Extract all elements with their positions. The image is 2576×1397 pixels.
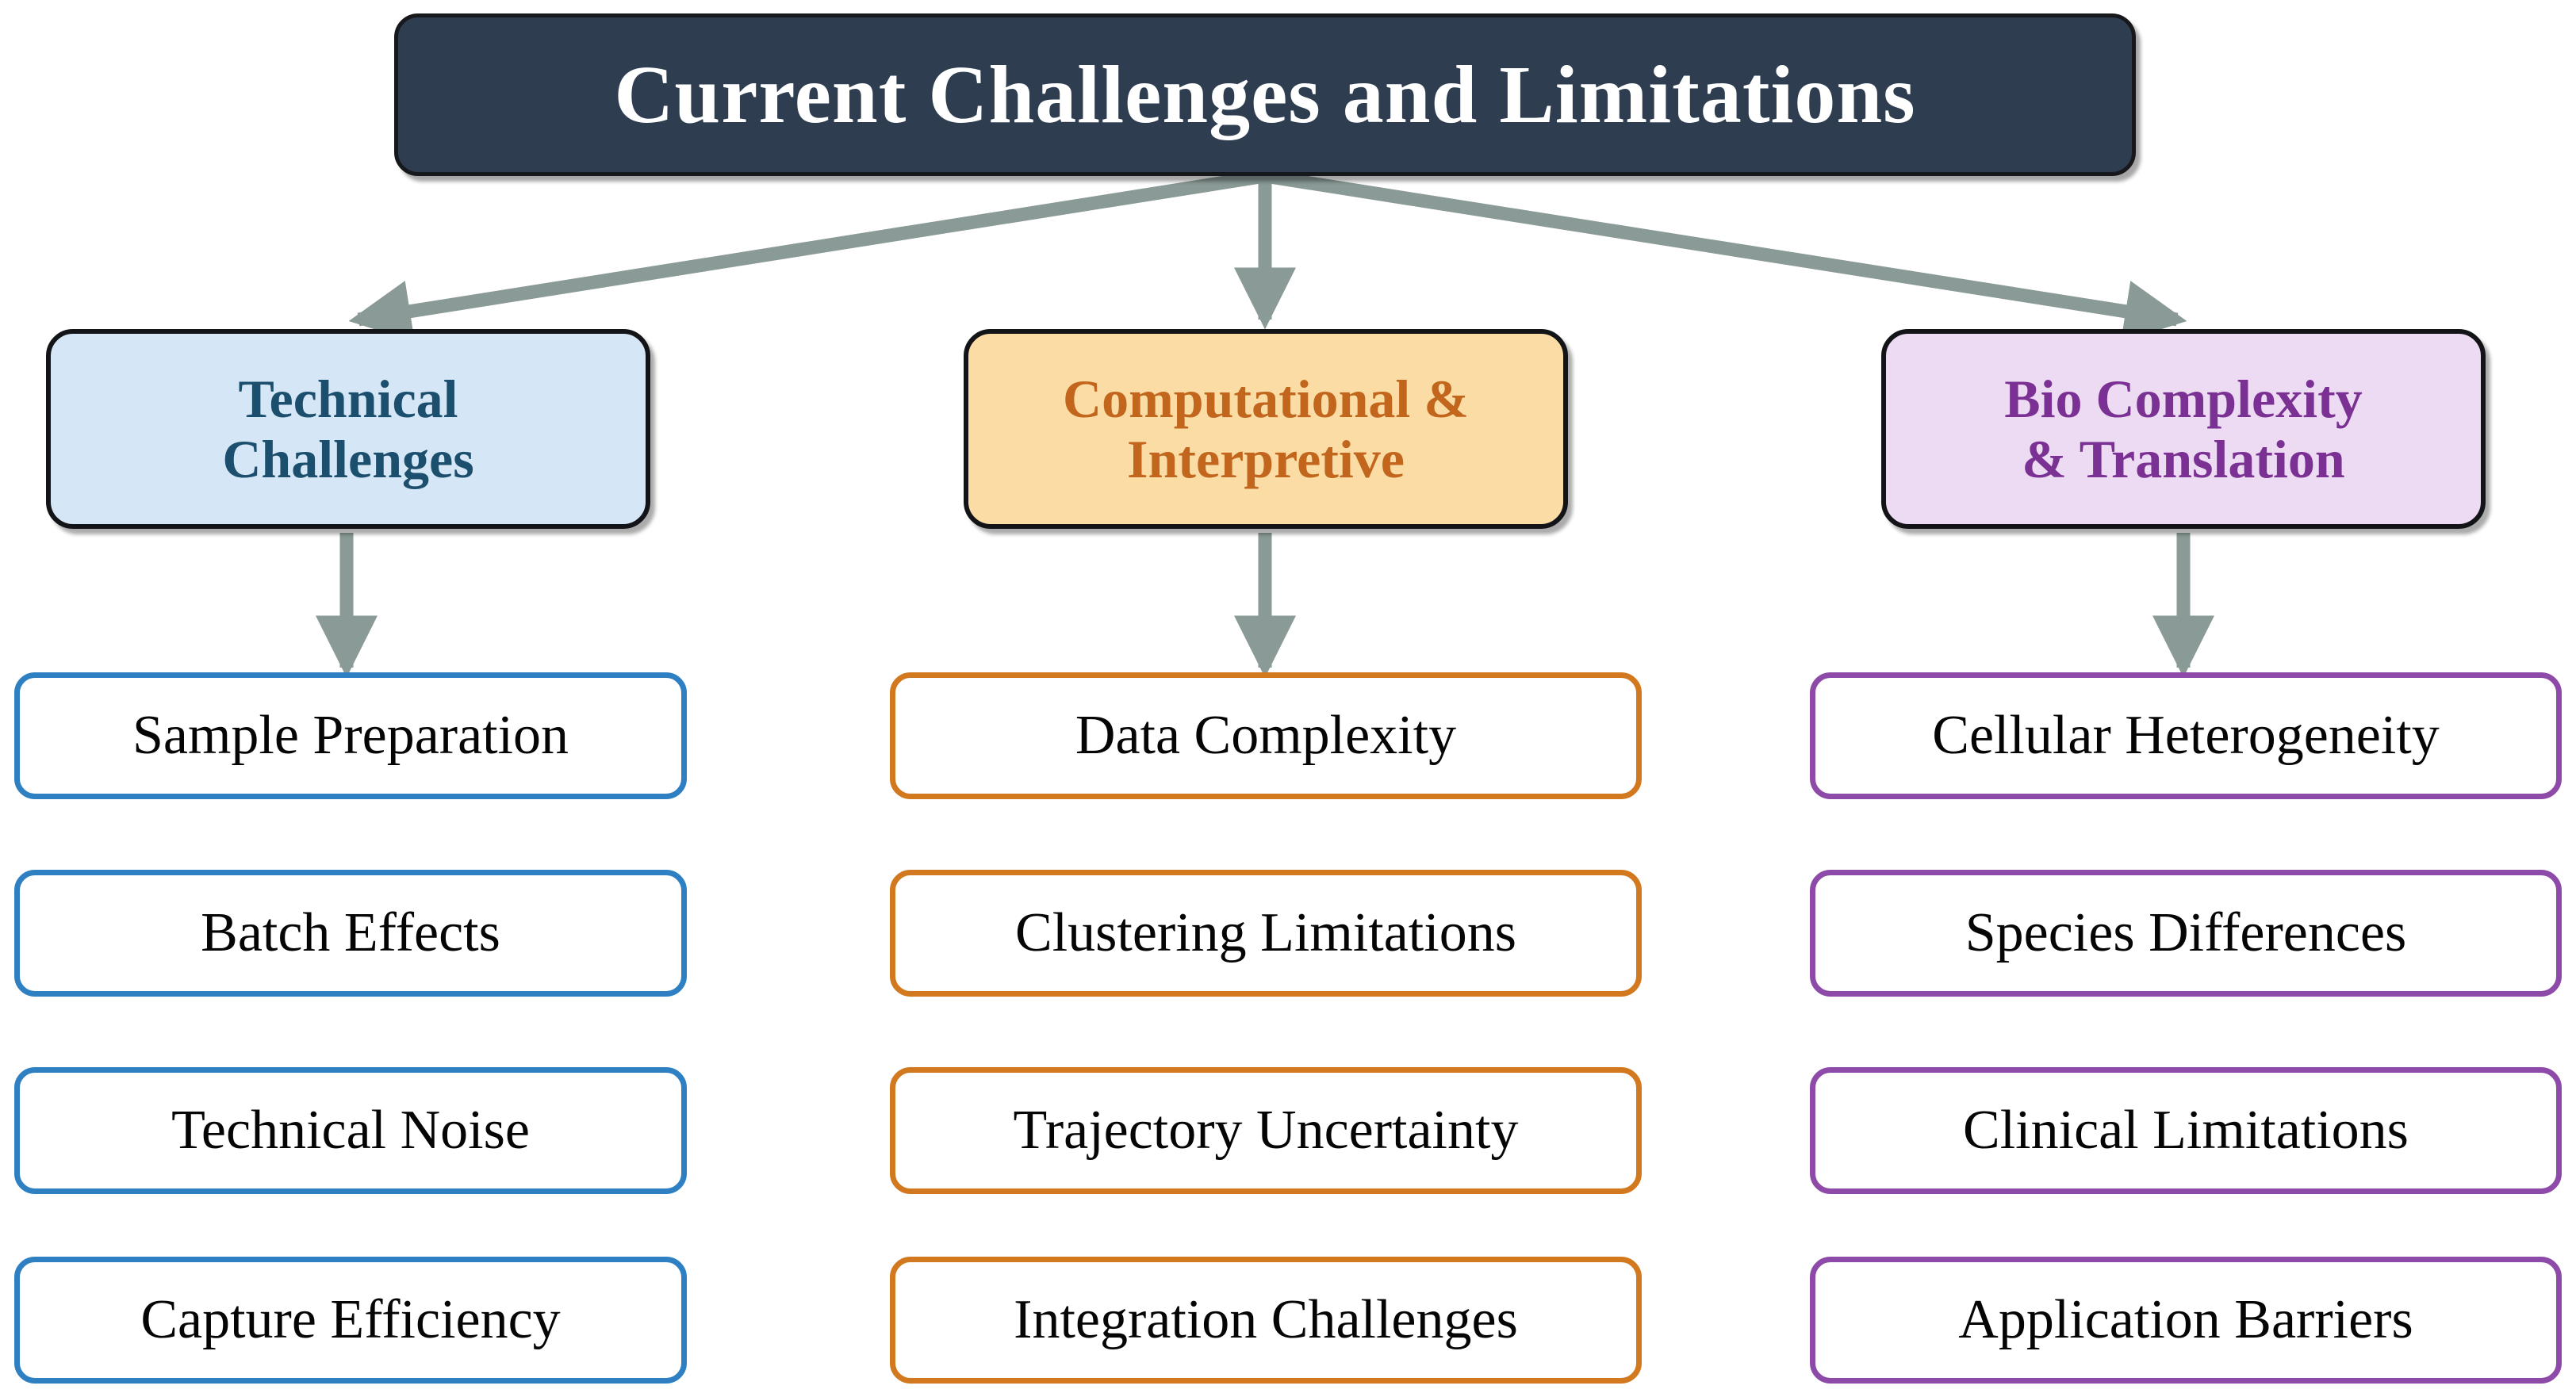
leaf-node[interactable]: Clustering Limitations	[890, 870, 1642, 997]
leaf-node[interactable]: Species Differences	[1810, 870, 2562, 997]
page-title: Current Challenges and Limitations	[614, 48, 1916, 140]
leaf-node[interactable]: Data Complexity	[890, 672, 1642, 799]
leaf-node[interactable]: Technical Noise	[14, 1067, 687, 1194]
leaf-label: Batch Effects	[201, 902, 500, 964]
leaf-node[interactable]: Trajectory Uncertainty	[890, 1067, 1642, 1194]
leaf-node[interactable]: Batch Effects	[14, 870, 687, 997]
category-label-technical: Technical Challenges	[222, 368, 474, 489]
leaf-node[interactable]: Application Barriers	[1810, 1257, 2562, 1384]
leaf-node[interactable]: Sample Preparation	[14, 672, 687, 799]
category-node-computational[interactable]: Computational & Interpretive	[964, 329, 1568, 529]
leaf-node[interactable]: Cellular Heterogeneity	[1810, 672, 2562, 799]
leaf-label: Integration Challenges	[1014, 1289, 1518, 1351]
leaf-node[interactable]: Clinical Limitations	[1810, 1067, 2562, 1194]
leaf-label: Application Barriers	[1958, 1289, 2413, 1351]
category-node-technical[interactable]: Technical Challenges	[46, 329, 650, 529]
diagram-root-node[interactable]: Current Challenges and Limitations	[394, 13, 2136, 176]
connector-root-to-bio	[1263, 169, 2187, 343]
leaf-label: Trajectory Uncertainty	[1013, 1100, 1519, 1162]
leaf-label: Species Differences	[1965, 902, 2407, 964]
category-node-bio[interactable]: Bio Complexity & Translation	[1881, 329, 2486, 529]
leaf-node[interactable]: Integration Challenges	[890, 1257, 1642, 1384]
leaf-label: Sample Preparation	[132, 705, 569, 767]
category-label-bio: Bio Complexity & Translation	[2004, 368, 2363, 489]
leaf-label: Capture Efficiency	[140, 1289, 561, 1351]
leaf-label: Cellular Heterogeneity	[1932, 705, 2440, 767]
leaf-label: Technical Noise	[171, 1100, 530, 1162]
leaf-label: Clinical Limitations	[1963, 1100, 2409, 1162]
category-label-computational: Computational & Interpretive	[1063, 368, 1469, 489]
connector-root-to-technical	[348, 169, 1267, 343]
leaf-label: Data Complexity	[1075, 705, 1457, 767]
leaf-label: Clustering Limitations	[1015, 902, 1516, 964]
leaf-node[interactable]: Capture Efficiency	[14, 1257, 687, 1384]
